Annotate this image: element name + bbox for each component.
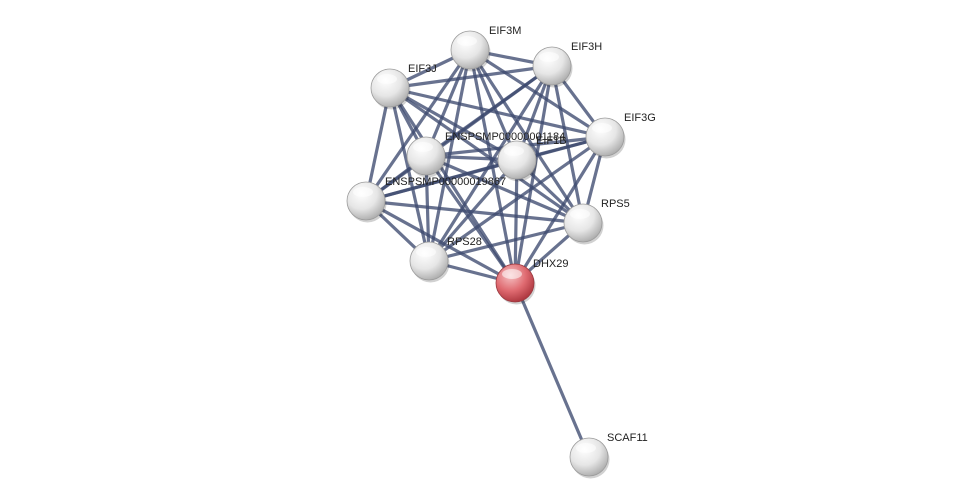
- edge-enspsmp_a-rps5: [424, 154, 585, 225]
- node-label-dhx29: DHX29: [533, 258, 568, 270]
- node-eif3h[interactable]: [532, 46, 573, 88]
- node-eif3j[interactable]: [370, 68, 411, 110]
- node-label-eif3m: EIF3M: [489, 25, 521, 37]
- edge-enspsmp_a-dhx29: [424, 154, 517, 285]
- edge-eif3m-eif3g: [468, 48, 607, 139]
- node-highlight: [457, 36, 477, 46]
- edge-eif3m-eif1b: [468, 48, 519, 162]
- node-eif3g[interactable]: [585, 117, 626, 159]
- edge-eif3h-rps28: [427, 64, 554, 263]
- edge-rps5-rps28: [427, 221, 585, 263]
- node-scaf11[interactable]: [569, 437, 610, 479]
- node-highlight: [353, 187, 373, 197]
- edge-eif3m-enspsmp_b: [364, 48, 472, 203]
- edge-eif3j-rps5: [388, 86, 585, 225]
- node-label-scaf11: SCAF11: [607, 432, 648, 444]
- node-highlight: [539, 52, 559, 62]
- node-label-eif3j: EIF3J: [408, 63, 437, 75]
- edge-layer: [364, 48, 607, 459]
- label-layer: EIF3M EIF3H EIF3J EIF3G ENSPSMP00000001184EI…: [385, 25, 656, 444]
- node-enspsmp_a[interactable]: [406, 136, 447, 178]
- edge-enspsmp_b-dhx29: [364, 199, 517, 285]
- node-label-eif1b: EIF1B: [536, 135, 567, 147]
- node-highlight: [502, 269, 522, 279]
- edge-eif1b-dhx29: [513, 158, 519, 285]
- node-highlight: [570, 209, 590, 219]
- node-enspsmp_b[interactable]: [346, 181, 387, 223]
- node-layer: [346, 30, 626, 479]
- node-eif1b[interactable]: [497, 140, 538, 182]
- edge-dhx29-scaf11: [513, 281, 591, 459]
- node-dhx29[interactable]: [495, 263, 536, 305]
- edge-eif3h-rps5: [550, 64, 585, 225]
- node-rps28[interactable]: [409, 241, 450, 283]
- node-label-rps5: RPS5: [601, 198, 630, 210]
- node-highlight: [504, 146, 524, 156]
- edge-eif1b-enspsmp_b: [364, 158, 519, 203]
- node-label-rps28: RPS28: [447, 236, 482, 248]
- node-label-enspsmp_a: ENSPSMP00000001184: [445, 131, 565, 143]
- node-eif3m[interactable]: [450, 30, 491, 72]
- node-rps5[interactable]: [563, 203, 604, 245]
- node-highlight: [413, 142, 433, 152]
- edge-eif3g-dhx29: [513, 135, 607, 285]
- node-highlight: [592, 123, 612, 133]
- node-label-eif3h: EIF3H: [571, 41, 602, 53]
- node-highlight: [377, 74, 397, 84]
- edge-eif3j-eif3g: [388, 86, 607, 139]
- node-highlight: [576, 443, 596, 453]
- edge-enspsmp_b-rps5: [364, 199, 585, 225]
- node-label-enspsmp_b: ENSPSMP00000019867: [385, 176, 506, 188]
- edge-eif3h-eif3j: [388, 64, 554, 90]
- node-highlight: [416, 247, 436, 257]
- node-label-eif3g: EIF3G: [624, 112, 656, 124]
